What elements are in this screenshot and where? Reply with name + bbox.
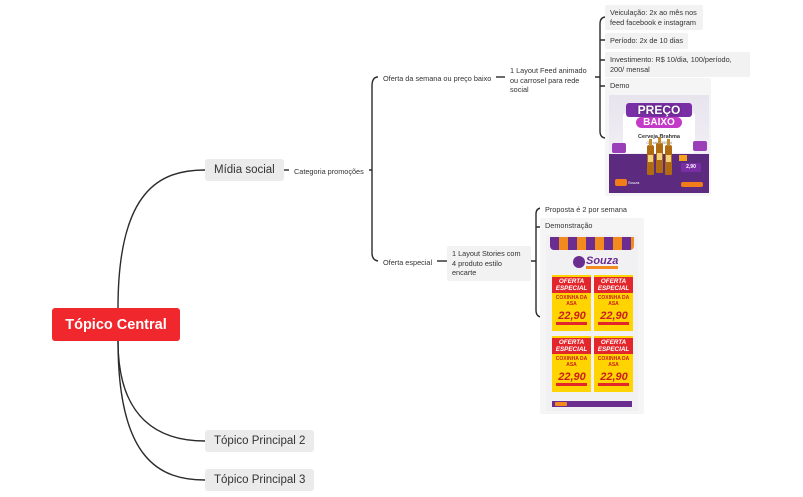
bottle-icon bbox=[665, 139, 672, 175]
flyer-card: OFERTA ESPECIAL COXINHA DA ASA 22,90 bbox=[594, 275, 633, 331]
demonstracao-label: Demonstração bbox=[545, 221, 593, 230]
promo-price: 2,90 bbox=[681, 163, 701, 172]
connector-layout-details bbox=[594, 16, 607, 139]
subtopic-oferta-semana[interactable]: Oferta da semana ou preço baixo bbox=[378, 71, 497, 87]
flyer-card-product: COXINHA DA ASA bbox=[597, 356, 630, 368]
flyer-card-strip bbox=[598, 322, 629, 325]
subtopic-categoria-promocoes[interactable]: Categoria promoções bbox=[289, 164, 369, 180]
flyer-card-product: COXINHA DA ASA bbox=[597, 295, 630, 307]
promo-title-preco: PREÇO bbox=[626, 103, 692, 117]
flyer-card-price: 22,90 bbox=[558, 371, 586, 383]
central-topic[interactable]: Tópico Central bbox=[52, 308, 180, 341]
detail-veiculacao[interactable]: Veiculação: 2x ao mês nos feed facebook … bbox=[605, 5, 703, 30]
bottle-icon bbox=[647, 139, 654, 175]
connector-central-p2 bbox=[117, 340, 206, 442]
flyer-card-product: COXINHA DA ASA bbox=[555, 356, 588, 368]
main-topic-principal-2[interactable]: Tópico Principal 2 bbox=[205, 430, 315, 452]
promo-brand: Souza bbox=[628, 180, 640, 185]
main-topic-midia-social[interactable]: Mídia social bbox=[205, 159, 284, 181]
preco-baixo-image: PREÇO BAIXO Cerveja Brahma Garrafa 355ml… bbox=[609, 95, 709, 193]
flyer-card-title: OFERTA ESPECIAL bbox=[552, 277, 591, 293]
bottle-icon bbox=[656, 137, 663, 173]
flyer-card-strip bbox=[556, 383, 587, 386]
store-logo-icon bbox=[573, 256, 585, 268]
subtopic-oferta-especial[interactable]: Oferta especial bbox=[378, 255, 438, 271]
flyer-footer-bar bbox=[552, 401, 632, 407]
brand-logo-icon bbox=[615, 179, 627, 186]
promo-footer-pill bbox=[681, 182, 703, 187]
flyer-card: OFERTA ESPECIAL COXINHA DA ASA 22,90 bbox=[552, 336, 591, 392]
flyer-card: OFERTA ESPECIAL COXINHA DA ASA 22,90 bbox=[594, 336, 633, 392]
basket-icon bbox=[612, 143, 626, 153]
connector-especial-details bbox=[531, 207, 543, 318]
flyer-card-price: 22,90 bbox=[600, 310, 628, 322]
subtopic-layout-feed[interactable]: 1 Layout Feed animado ou carrosel para r… bbox=[505, 63, 595, 98]
basket-icon bbox=[693, 141, 707, 151]
flyer-brand: Souza bbox=[586, 255, 619, 267]
awning-decoration bbox=[550, 237, 634, 250]
detail-proposta[interactable]: Proposta é 2 por semana bbox=[540, 202, 632, 218]
flyer-card-strip bbox=[556, 322, 587, 325]
flyer-card-title: OFERTA ESPECIAL bbox=[594, 338, 633, 354]
oferta-especial-flyer-image: Souza OFERTA ESPECIAL COXINHA DA ASA 22,… bbox=[546, 235, 638, 411]
connector-central-p3 bbox=[117, 340, 206, 481]
flyer-card-price: 22,90 bbox=[600, 371, 628, 383]
flyer-card-title: OFERTA ESPECIAL bbox=[594, 277, 633, 293]
flyer-card-product: COXINHA DA ASA bbox=[555, 295, 588, 307]
flyer-card: OFERTA ESPECIAL COXINHA DA ASA 22,90 bbox=[552, 275, 591, 331]
main-topic-principal-3[interactable]: Tópico Principal 3 bbox=[205, 469, 315, 491]
flyer-brand-underline bbox=[586, 266, 618, 269]
flyer-card-price: 22,90 bbox=[558, 310, 586, 322]
price-badge bbox=[679, 155, 687, 161]
demo-label: Demo bbox=[610, 81, 630, 90]
flyer-card-strip bbox=[598, 383, 629, 386]
detail-periodo[interactable]: Período: 2x de 10 dias bbox=[605, 33, 689, 49]
flyer-card-title: OFERTA ESPECIAL bbox=[552, 338, 591, 354]
promo-title-baixo: BAIXO bbox=[636, 117, 682, 128]
detail-investimento[interactable]: Investimento: R$ 10/dia, 100/período, 20… bbox=[605, 52, 750, 77]
connector-central-midia bbox=[117, 169, 206, 309]
subtopic-layout-stories[interactable]: 1 Layout Stories com 4 produto estilo en… bbox=[447, 246, 531, 281]
